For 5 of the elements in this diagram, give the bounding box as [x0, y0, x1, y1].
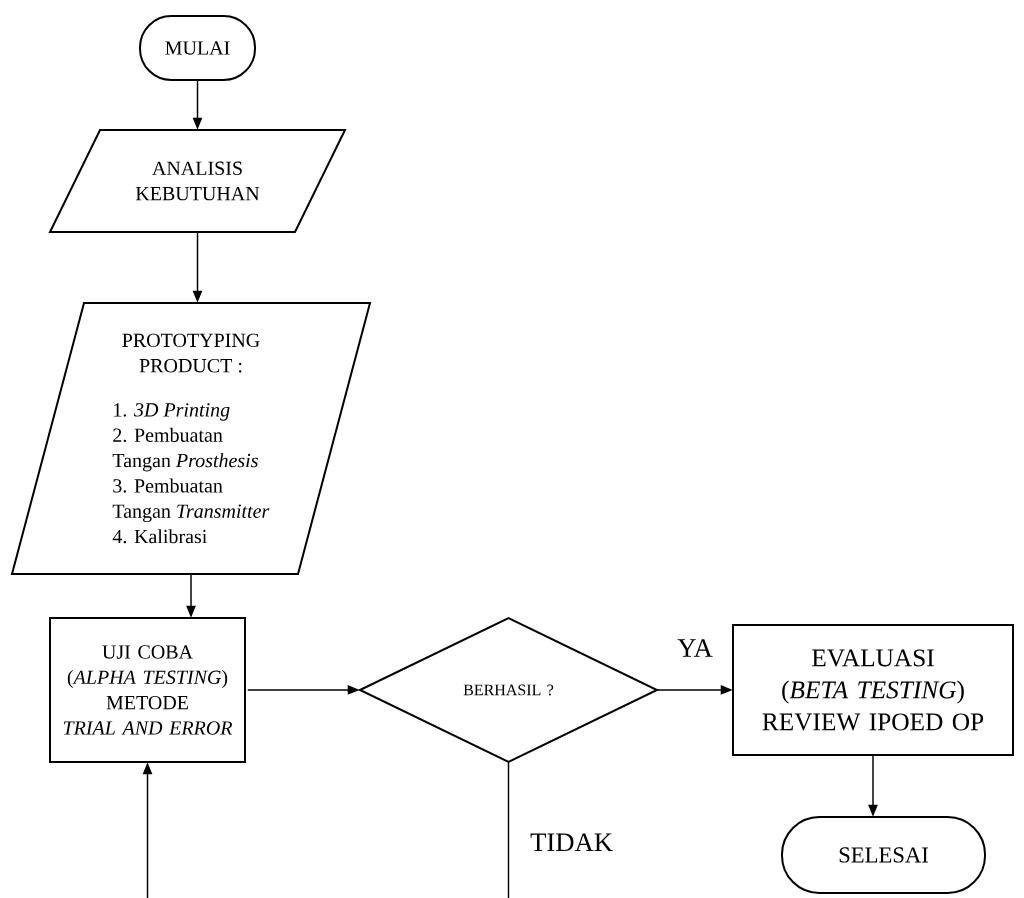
arrow	[142, 761, 510, 898]
edge-label: YA	[677, 639, 713, 657]
edge-label: TIDAK	[530, 833, 613, 852]
process-box: UJI COBA (ALPHA TESTING) METODE TRIAL AND ERROR	[49, 617, 246, 763]
process-box: EVALUASI (BETA TESTING) REVIEW IPOED OP	[732, 624, 1014, 756]
